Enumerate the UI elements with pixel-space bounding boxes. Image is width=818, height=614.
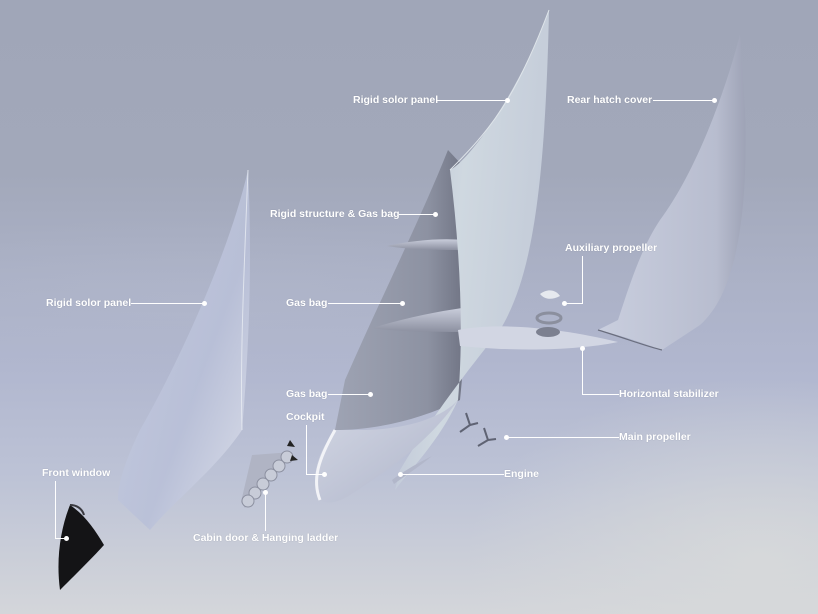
label-gas-bag-lower: Gas bag [286,388,328,400]
leader-line [437,100,507,101]
leader-dot [505,98,510,103]
leader-dot [712,98,717,103]
label-rear-hatch-cover: Rear hatch cover [567,94,653,106]
leader-line [131,303,205,304]
leader-dot [322,472,327,477]
leader-line [564,303,583,304]
leader-line [582,394,619,395]
leader-line [653,100,715,101]
label-engine: Engine [504,468,540,480]
leader-line [507,437,619,438]
label-rigid-solar-panel-left: Rigid solor panel [46,297,132,309]
leader-line [582,349,583,394]
leader-dot [580,346,585,351]
shelf-upper [387,239,466,250]
leader-line [401,474,504,475]
leader-line [55,538,66,539]
left-solar-panel-shape [118,170,250,530]
label-cabin-door-ladder: Cabin door & Hanging ladder [193,532,339,544]
leader-line [55,481,56,538]
leader-dot [562,301,567,306]
leader-line [582,256,583,303]
label-rigid-structure-gas-bag: Rigid structure & Gas bag [270,208,400,220]
leader-dot [433,212,438,217]
label-rigid-solar-panel-top: Rigid solor panel [353,94,439,106]
leader-line [306,425,307,474]
leader-dot [398,472,403,477]
rear-hatch-shape [598,35,746,350]
label-main-propeller: Main propeller [619,431,691,443]
gas-bag-structure-shape [335,150,468,430]
leader-line [328,394,370,395]
leader-dot [504,435,509,440]
leader-line [328,303,402,304]
main-solar-panel-shape [395,10,549,490]
engine-shape [392,456,432,484]
leader-dot [263,490,268,495]
leader-dot [64,536,69,541]
leader-dot [400,301,405,306]
label-horizontal-stabilizer: Horizontal stabilizer [619,388,719,400]
hull-shape [314,400,458,503]
label-gas-bag-upper: Gas bag [286,297,328,309]
label-cockpit: Cockpit [286,411,325,423]
label-front-window: Front window [42,467,111,479]
label-auxiliary-propeller: Auxiliary propeller [565,242,658,254]
main-propellers [459,412,497,447]
aux-propeller-blade [540,290,560,299]
front-window-shape [58,505,104,590]
aux-propeller-ring [535,311,563,325]
cabin-door-ladder-shape [241,440,298,508]
leader-dot [368,392,373,397]
leader-line [265,493,266,531]
leader-line [399,214,435,215]
stabilizer-shape [458,326,618,350]
shelf-lower [372,308,462,332]
leader-dot [202,301,207,306]
leader-line [306,474,324,475]
